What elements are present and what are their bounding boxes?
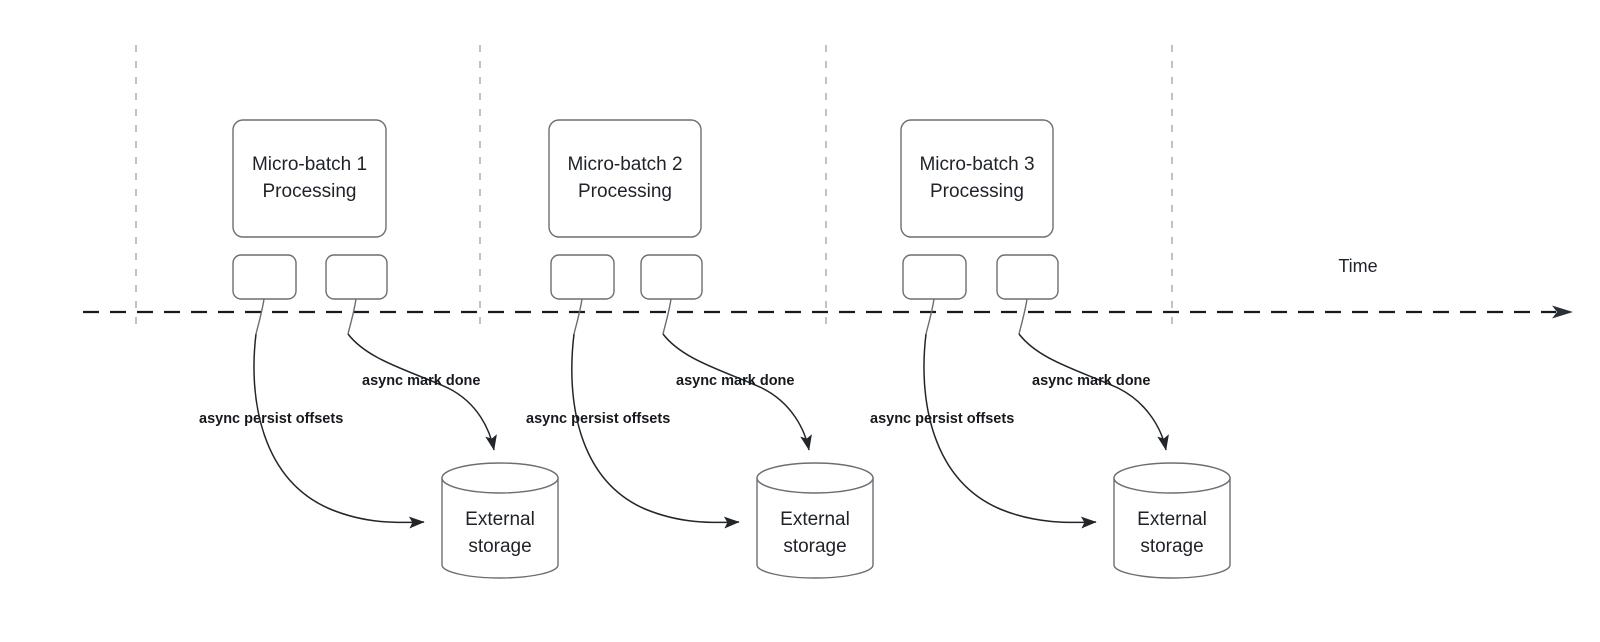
external-storage-body-1 bbox=[441, 477, 559, 579]
persist-task-box-3[interactable] bbox=[902, 254, 967, 300]
external-storage-top-3 bbox=[1113, 462, 1231, 494]
micro-batch-box-1[interactable] bbox=[232, 119, 387, 238]
mark-done-task-box-3[interactable] bbox=[996, 254, 1059, 300]
external-storage-body-2 bbox=[756, 477, 874, 579]
micro-batch-title-2-line1: Micro-batch 2 bbox=[567, 154, 682, 175]
mark-done-arrow-3 bbox=[1018, 333, 1169, 451]
mark-done-arrow-2 bbox=[662, 333, 812, 451]
mark-done-stub-1 bbox=[347, 298, 357, 335]
persist-stub-1 bbox=[255, 298, 265, 335]
micro-batch-box-2[interactable] bbox=[548, 119, 702, 238]
external-storage-3[interactable]: External storage bbox=[1113, 462, 1231, 579]
persist-stub-3 bbox=[925, 298, 935, 335]
mark-done-task-box-2[interactable] bbox=[640, 254, 703, 300]
external-storage-label-2-line2: storage bbox=[783, 536, 846, 557]
external-storage-top-2 bbox=[756, 462, 874, 494]
timeline-axis: Time bbox=[83, 256, 1573, 319]
persist-offsets-label-3: async persist offsets bbox=[870, 411, 1014, 427]
mark-done-label-2: async mark done bbox=[676, 373, 794, 389]
micro-batch-title-1-line2: Processing bbox=[263, 181, 357, 202]
external-storage-label-3-line1: External bbox=[1137, 509, 1207, 530]
external-storage-label-2-line1: External bbox=[780, 509, 850, 530]
persist-offsets-label-2: async persist offsets bbox=[526, 411, 670, 427]
external-storage-label-1-line2: storage bbox=[468, 536, 531, 557]
micro-batch-title-2-line2: Processing bbox=[578, 181, 672, 202]
mark-done-arrow-1 bbox=[347, 333, 497, 451]
micro-batch-box-3[interactable] bbox=[900, 119, 1054, 238]
mark-done-stub-3 bbox=[1018, 298, 1028, 335]
persist-offsets-arrow-1 bbox=[253, 333, 425, 529]
mark-done-label-1: async mark done bbox=[362, 373, 480, 389]
external-storage-body-3 bbox=[1113, 477, 1231, 579]
external-storage-2[interactable]: External storage bbox=[756, 462, 874, 579]
micro-batch-title-3-line2: Processing bbox=[930, 181, 1024, 202]
persist-task-box-2[interactable] bbox=[550, 254, 615, 300]
batch-group-1: Micro-batch 1 Processing async persist o… bbox=[199, 119, 559, 579]
mark-done-stub-2 bbox=[662, 298, 672, 335]
timeline-label: Time bbox=[1338, 256, 1377, 276]
persist-task-box-1[interactable] bbox=[232, 254, 297, 300]
timeline-arrowhead bbox=[1552, 305, 1573, 319]
mark-done-label-3: async mark done bbox=[1032, 373, 1150, 389]
external-storage-label-1-line1: External bbox=[465, 509, 535, 530]
persist-offsets-arrow-2 bbox=[571, 333, 740, 529]
micro-batch-title-1-line1: Micro-batch 1 bbox=[252, 154, 367, 175]
external-storage-label-3-line2: storage bbox=[1140, 536, 1203, 557]
batch-group-2: Micro-batch 2 Processing async persist o… bbox=[526, 119, 874, 579]
persist-stub-2 bbox=[573, 298, 583, 335]
micro-batch-title-3-line1: Micro-batch 3 bbox=[919, 154, 1034, 175]
persist-offsets-arrow-3 bbox=[923, 333, 1097, 529]
external-storage-1[interactable]: External storage bbox=[441, 462, 559, 579]
batch-group-3: Micro-batch 3 Processing async persist o… bbox=[870, 119, 1231, 579]
external-storage-top-1 bbox=[441, 462, 559, 494]
mark-done-task-box-1[interactable] bbox=[325, 254, 388, 300]
persist-offsets-label-1: async persist offsets bbox=[199, 411, 343, 427]
